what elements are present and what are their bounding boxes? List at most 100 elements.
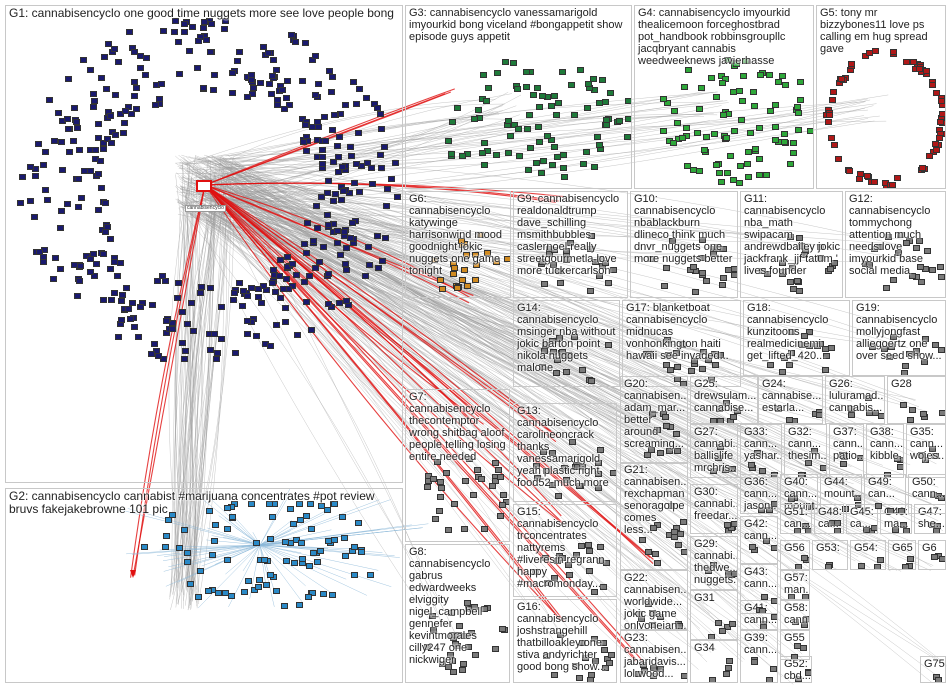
graph-node: [526, 112, 533, 118]
graph-node: [751, 103, 758, 109]
graph-node: [527, 145, 534, 151]
graph-node: [805, 670, 812, 676]
graph-node: [208, 21, 215, 27]
graph-node: [756, 156, 763, 162]
graph-node: [343, 245, 350, 251]
graph-node: [283, 95, 290, 101]
graph-node: [756, 125, 763, 131]
group-g57: G57: man...: [780, 570, 810, 600]
graph-node: [306, 563, 313, 569]
graph-node: [752, 146, 759, 152]
graph-node: [325, 271, 332, 277]
graph-node: [719, 282, 726, 288]
graph-node: [279, 87, 286, 93]
graph-node: [563, 257, 570, 263]
graph-node: [895, 250, 902, 256]
graph-node: [542, 555, 549, 561]
graph-node: [610, 267, 617, 273]
graph-node: [929, 267, 936, 273]
graph-node: [215, 590, 222, 596]
graph-node: [739, 98, 746, 104]
graph-node: [368, 165, 375, 171]
graph-node: [801, 555, 808, 561]
graph-node: [321, 114, 328, 120]
graph-node: [523, 69, 530, 75]
graph-node: [137, 65, 144, 71]
graph-node: [356, 189, 363, 195]
graph-node: [120, 130, 127, 136]
graph-node: [722, 467, 729, 473]
graph-node: [133, 106, 140, 112]
graph-node: [731, 571, 738, 577]
graph-node: [731, 128, 738, 134]
graph-node: [856, 176, 863, 182]
graph-node: [713, 162, 720, 168]
graph-node: [176, 71, 183, 77]
graph-node: [597, 558, 604, 564]
graph-node: [645, 601, 652, 607]
graph-node: [424, 644, 431, 650]
graph-node: [181, 29, 188, 35]
graph-node: [796, 235, 803, 241]
graph-node: [683, 125, 690, 131]
graph-node: [772, 137, 779, 143]
graph-node: [267, 572, 274, 578]
graph-node: [269, 73, 276, 79]
graph-node: [459, 667, 466, 673]
graph-node: [786, 417, 793, 423]
group-g29: G29: cannabi... thedwe... nuggets...: [690, 536, 738, 590]
group-g9: G9: cannabisencyclo realdonaldtrump dave…: [513, 191, 628, 298]
graph-node: [481, 162, 488, 168]
graph-node: [625, 98, 632, 104]
graph-node: [277, 295, 284, 301]
group-g48: G48: ca...: [814, 504, 844, 534]
graph-node: [709, 677, 716, 683]
graph-node: [17, 200, 24, 206]
graph-node: [381, 144, 388, 150]
graph-node: [676, 623, 683, 629]
graph-node: [625, 116, 632, 122]
graph-node: [730, 89, 737, 95]
graph-node: [236, 49, 243, 55]
graph-node: [758, 507, 765, 513]
graph-node: [430, 627, 437, 633]
graph-node: [90, 91, 97, 97]
graph-node: [351, 544, 358, 550]
graph-node: [108, 140, 115, 146]
graph-node: [430, 476, 437, 482]
graph-node: [559, 555, 566, 561]
graph-node: [341, 535, 348, 541]
graph-node: [248, 77, 255, 83]
graph-node: [234, 58, 241, 64]
graph-node: [703, 278, 710, 284]
graph-node: [209, 552, 216, 558]
graph-node: [439, 286, 446, 292]
graph-node: [218, 336, 225, 342]
graph-node: [137, 53, 144, 59]
graph-node: [871, 179, 878, 185]
graph-node: [586, 548, 593, 554]
graph-node: [76, 278, 83, 284]
graph-node: [897, 232, 904, 238]
graph-node: [460, 661, 467, 667]
graph-node: [46, 97, 53, 103]
graph-node: [933, 528, 940, 534]
graph-node: [779, 369, 786, 375]
graph-node: [757, 72, 764, 78]
graph-node: [791, 654, 798, 660]
graph-node: [698, 255, 705, 261]
graph-node: [462, 633, 469, 639]
graph-node: [516, 153, 523, 159]
graph-node: [595, 485, 602, 491]
graph-node: [230, 297, 237, 303]
group-g37: G37: cann... patio...: [829, 424, 864, 478]
graph-node: [493, 152, 500, 158]
group-g5: G5: tony mr bizzybones11 love ps calling…: [816, 5, 946, 189]
graph-node: [155, 353, 162, 359]
graph-node: [434, 459, 441, 465]
graph-node: [197, 568, 204, 574]
graph-node: [121, 120, 128, 126]
graph-node: [713, 94, 720, 100]
graph-node: [266, 81, 273, 87]
